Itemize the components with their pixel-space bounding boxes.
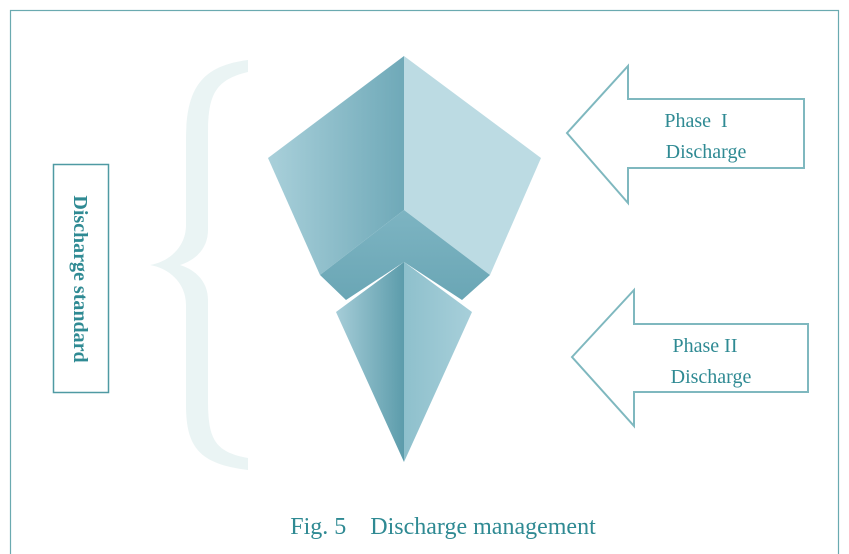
phase-2-label-line1: Phase II [673, 335, 738, 357]
outer-frame [9, 9, 840, 554]
crystal-upper-left-facet [268, 56, 404, 275]
phase-2-label-line2: Discharge [671, 366, 752, 388]
crystal-shape [268, 56, 541, 462]
phase-1-arrow: Phase I Discharge [565, 63, 805, 206]
phase-2-arrow-shape [570, 287, 809, 429]
phase-1-label-line2: Discharge [666, 141, 747, 163]
phase-2-arrow: Phase II Discharge [570, 287, 809, 429]
discharge-standard-box [52, 163, 110, 394]
crystal-middle-band [320, 210, 490, 300]
curly-brace [150, 60, 248, 470]
phase-1-label-line1: Phase I [664, 110, 727, 132]
discharge-standard-label: Discharge standard [69, 195, 91, 362]
crystal-upper-right-facet [404, 56, 541, 275]
crystal-lower-left-facet [336, 262, 404, 462]
figure-caption: Fig. 5 Discharge management [290, 514, 596, 540]
phase-1-arrow-shape [565, 63, 805, 206]
crystal-lower-right-facet [404, 262, 472, 462]
